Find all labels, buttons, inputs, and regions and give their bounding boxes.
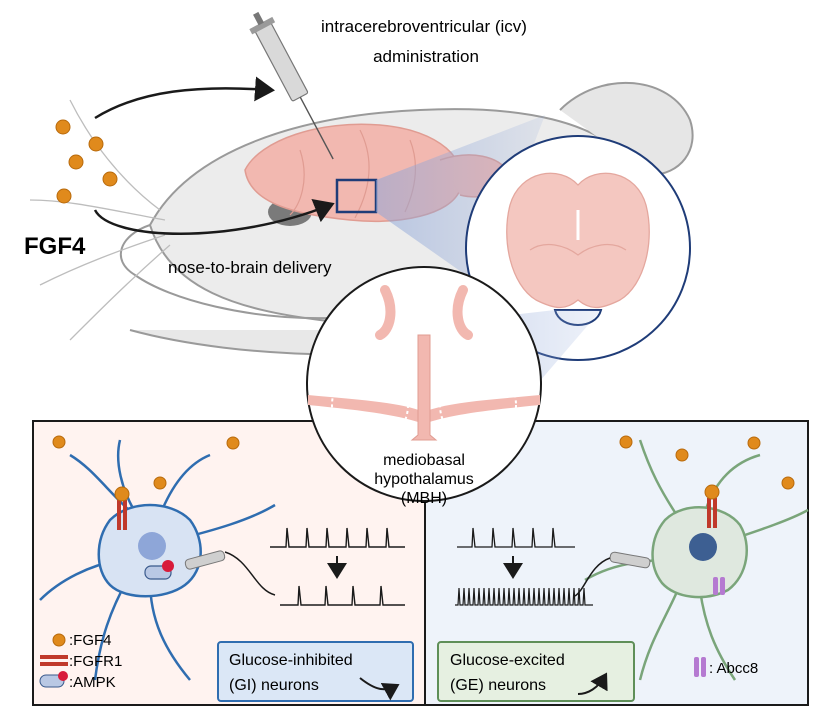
legend-abcc8-icon xyxy=(694,657,706,677)
gi-fgf4-balls xyxy=(52,435,240,490)
gi-label-line2: (GI) neurons xyxy=(229,677,319,694)
legend-abcc8-label: : Abcc8 xyxy=(709,660,758,677)
ge-increase-arrow xyxy=(577,672,608,695)
ge-nucleus xyxy=(689,533,717,561)
ge-fgf4-balls xyxy=(619,435,795,490)
mbh-circle xyxy=(306,266,542,502)
zoom-cone-1 xyxy=(376,115,545,285)
nose-to-brain-label: nose-to-brain delivery xyxy=(168,258,332,277)
gi-decrease-arrow xyxy=(359,677,400,701)
gi-label-line1: Glucose-inhibited xyxy=(229,652,353,669)
ge-fgfr1 xyxy=(704,484,720,528)
gi-fgfr1 xyxy=(114,486,130,530)
icv-label-line1: intracerebroventricular (icv) xyxy=(321,17,527,36)
ge-abcc8 xyxy=(713,577,725,595)
fgf4-cluster xyxy=(55,119,118,204)
ge-traces xyxy=(457,527,575,548)
ge-label-line1: Glucose-excited xyxy=(450,652,565,669)
gi-pipette xyxy=(184,550,226,570)
legend-ampk-icon xyxy=(39,671,68,688)
gi-ampk xyxy=(144,560,174,580)
ge-pipette xyxy=(609,551,651,569)
ge-burst-line xyxy=(455,587,593,606)
ge-burst-trace xyxy=(455,587,593,606)
fgf4-title: FGF4 xyxy=(24,233,86,260)
mbh-label-line2: hypothalamus xyxy=(374,471,474,488)
legend-fgf4-label: :FGF4 xyxy=(69,632,112,649)
legend-fgf4-icon xyxy=(52,633,66,647)
gi-traces xyxy=(270,527,405,606)
whiskers xyxy=(29,99,171,341)
icv-arrow xyxy=(94,76,275,120)
nose-arrow xyxy=(93,198,335,235)
legend-fgfr1-icon xyxy=(40,655,68,666)
mbh-label-line3: (MBH) xyxy=(401,490,447,507)
gi-nucleus xyxy=(138,532,166,560)
gi-electrode-wire xyxy=(224,551,276,596)
gi-label-box xyxy=(217,641,414,702)
ge-electrode-wire xyxy=(574,557,611,597)
legend-ampk-label: :AMPK xyxy=(69,674,116,691)
mbh-label-line1: mediobasal xyxy=(383,452,465,469)
legend-fgfr1-label: :FGFR1 xyxy=(69,653,122,670)
ge-label-box xyxy=(437,641,635,702)
ge-label-line2: (GE) neurons xyxy=(450,677,546,694)
syringe-icon xyxy=(249,11,334,160)
icv-label-line2: administration xyxy=(373,47,479,66)
